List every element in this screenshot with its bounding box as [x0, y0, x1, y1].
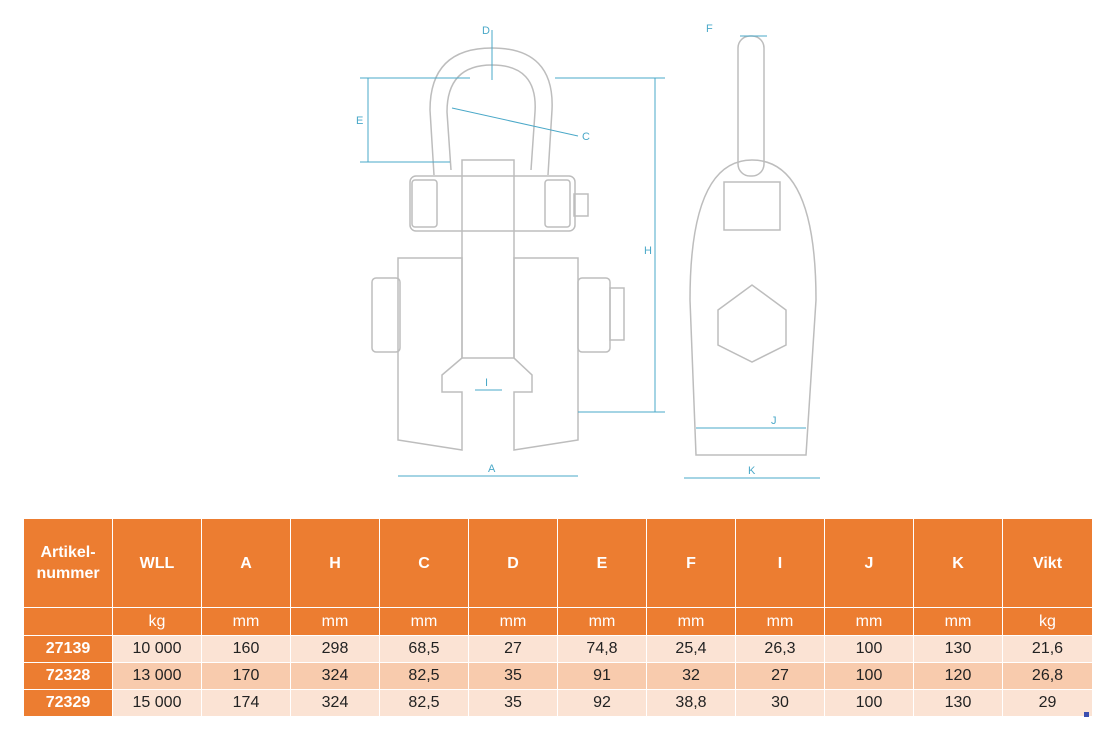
- header-i: I: [735, 518, 825, 608]
- resize-handle-icon: [1084, 712, 1089, 717]
- table-row: 27139 10 000 160 298 68,5 27 74,8 25,4 2…: [23, 635, 1093, 663]
- side-view: [689, 35, 817, 456]
- table-cell: 82,5: [379, 662, 469, 690]
- table-cell: 27: [468, 635, 558, 663]
- specification-table: Artikel- nummer WLL A H C D E F I J K Vi…: [23, 518, 1093, 717]
- dim-label-i: I: [485, 377, 488, 389]
- dimension-labels: D E C H I A F J K: [356, 23, 777, 477]
- dim-label-j: J: [771, 415, 777, 427]
- table-cell: 13 000: [112, 662, 202, 690]
- header-h: H: [290, 518, 380, 608]
- header-k: K: [913, 518, 1003, 608]
- table-cell: 120: [913, 662, 1003, 690]
- dim-label-f: F: [706, 23, 713, 35]
- table-cell: 26,8: [1002, 662, 1093, 690]
- table-cell: 68,5: [379, 635, 469, 663]
- table-cell: 324: [290, 689, 380, 717]
- table-row: 72328 13 000 170 324 82,5 35 91 32 27 10…: [23, 662, 1093, 690]
- article-number-cell: 72329: [23, 689, 113, 717]
- table-cell: 92: [557, 689, 647, 717]
- header-e: E: [557, 518, 647, 608]
- header-a: A: [201, 518, 291, 608]
- table-cell: 91: [557, 662, 647, 690]
- table-cell: 21,6: [1002, 635, 1093, 663]
- table-cell: 100: [824, 662, 914, 690]
- header-wll: WLL: [112, 518, 202, 608]
- unit-cell: mm: [557, 607, 647, 636]
- header-j: J: [824, 518, 914, 608]
- table-cell: 25,4: [646, 635, 736, 663]
- table-cell: 38,8: [646, 689, 736, 717]
- unit-cell: mm: [379, 607, 469, 636]
- unit-cell: mm: [290, 607, 380, 636]
- article-number-cell: 27139: [23, 635, 113, 663]
- table-row: 72329 15 000 174 324 82,5 35 92 38,8 30 …: [23, 689, 1093, 717]
- dim-label-d: D: [482, 25, 490, 37]
- header-f: F: [646, 518, 736, 608]
- table-cell: 26,3: [735, 635, 825, 663]
- technical-drawing: D E C H I A F J K: [356, 23, 820, 479]
- dim-label-k: K: [748, 465, 756, 477]
- unit-cell: mm: [913, 607, 1003, 636]
- unit-cell: mm: [201, 607, 291, 636]
- table-cell: 82,5: [379, 689, 469, 717]
- table-cell: 174: [201, 689, 291, 717]
- table-cell: 74,8: [557, 635, 647, 663]
- table-cell: 170: [201, 662, 291, 690]
- table-cell: 29: [1002, 689, 1093, 717]
- dim-label-c: C: [582, 131, 590, 143]
- table-cell: 160: [201, 635, 291, 663]
- table-cell: 130: [913, 635, 1003, 663]
- table-cell: 100: [824, 635, 914, 663]
- table-cell: 32: [646, 662, 736, 690]
- header-weight: Vikt: [1002, 518, 1093, 608]
- header-d: D: [468, 518, 558, 608]
- table-cell: 324: [290, 662, 380, 690]
- table-cell: 35: [468, 662, 558, 690]
- dim-label-a: A: [488, 463, 496, 475]
- unit-cell: kg: [1002, 607, 1093, 636]
- table-cell: 15 000: [112, 689, 202, 717]
- units-row: kg mm mm mm mm mm mm mm mm mm kg: [23, 607, 1093, 636]
- front-view: [371, 47, 625, 451]
- dim-label-e: E: [356, 115, 363, 127]
- unit-cell: mm: [646, 607, 736, 636]
- table-cell: 10 000: [112, 635, 202, 663]
- article-number-cell: 72328: [23, 662, 113, 690]
- dimension-lines: [360, 30, 820, 479]
- unit-cell: kg: [112, 607, 202, 636]
- table-cell: 298: [290, 635, 380, 663]
- unit-cell: mm: [824, 607, 914, 636]
- dim-label-h: H: [644, 245, 652, 257]
- unit-cell: mm: [735, 607, 825, 636]
- header-article-number: Artikel- nummer: [23, 518, 113, 608]
- unit-cell: mm: [468, 607, 558, 636]
- table-cell: 27: [735, 662, 825, 690]
- table-cell: 35: [468, 689, 558, 717]
- table-cell: 30: [735, 689, 825, 717]
- unit-cell: [23, 607, 113, 636]
- table-cell: 130: [913, 689, 1003, 717]
- header-c: C: [379, 518, 469, 608]
- table-header: Artikel- nummer WLL A H C D E F I J K Vi…: [23, 518, 1093, 608]
- table-cell: 100: [824, 689, 914, 717]
